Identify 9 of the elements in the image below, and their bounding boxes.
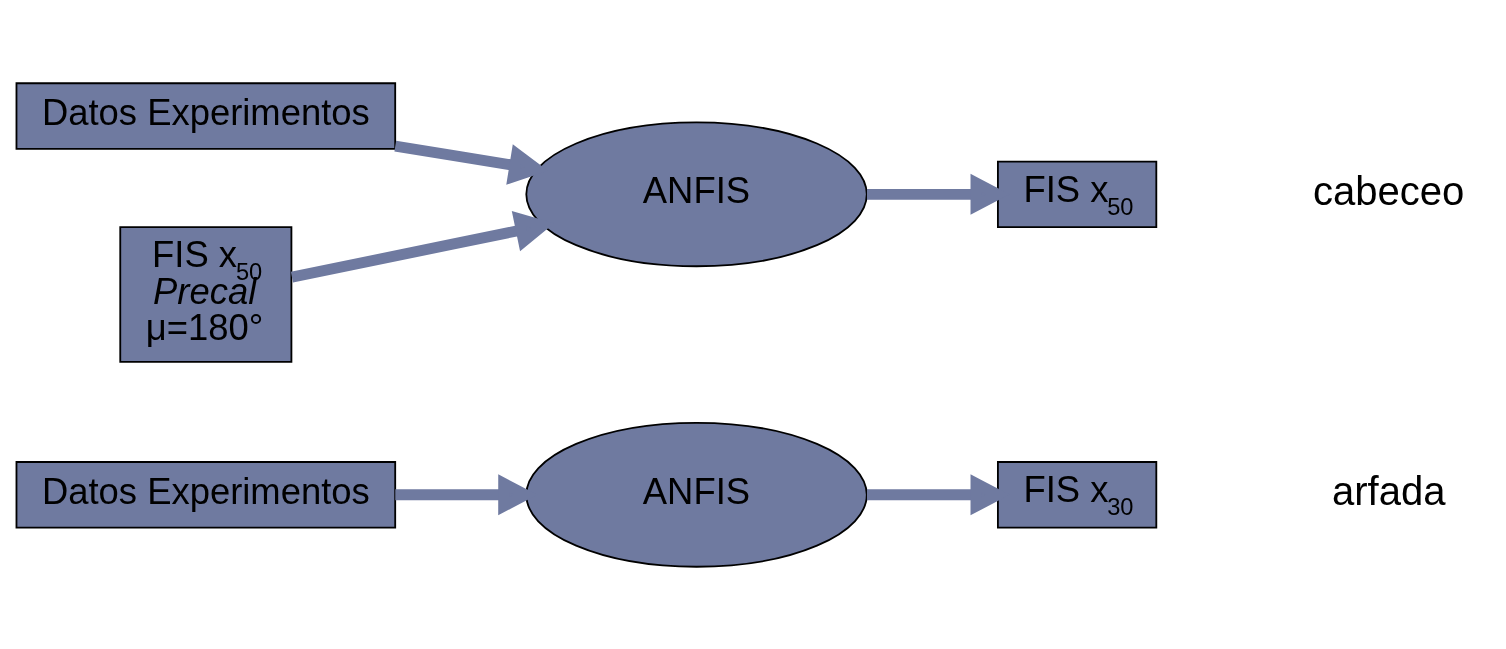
node-box: FIS x$_{50}$ Precal μ=180° [119, 225, 293, 363]
node-ellipse: ANFIS [525, 421, 868, 568]
label: arfada [1332, 468, 1446, 513]
node-box: Datos Experimentos [15, 81, 397, 150]
label: cabeceo [1312, 168, 1465, 213]
node-ellipse: ANFIS [525, 121, 868, 267]
node-box: Datos Experimentos [15, 460, 397, 528]
node-box: FIS x$_{30}$ [997, 460, 1158, 528]
node-box: FIS x$_{50}$ [997, 160, 1158, 228]
